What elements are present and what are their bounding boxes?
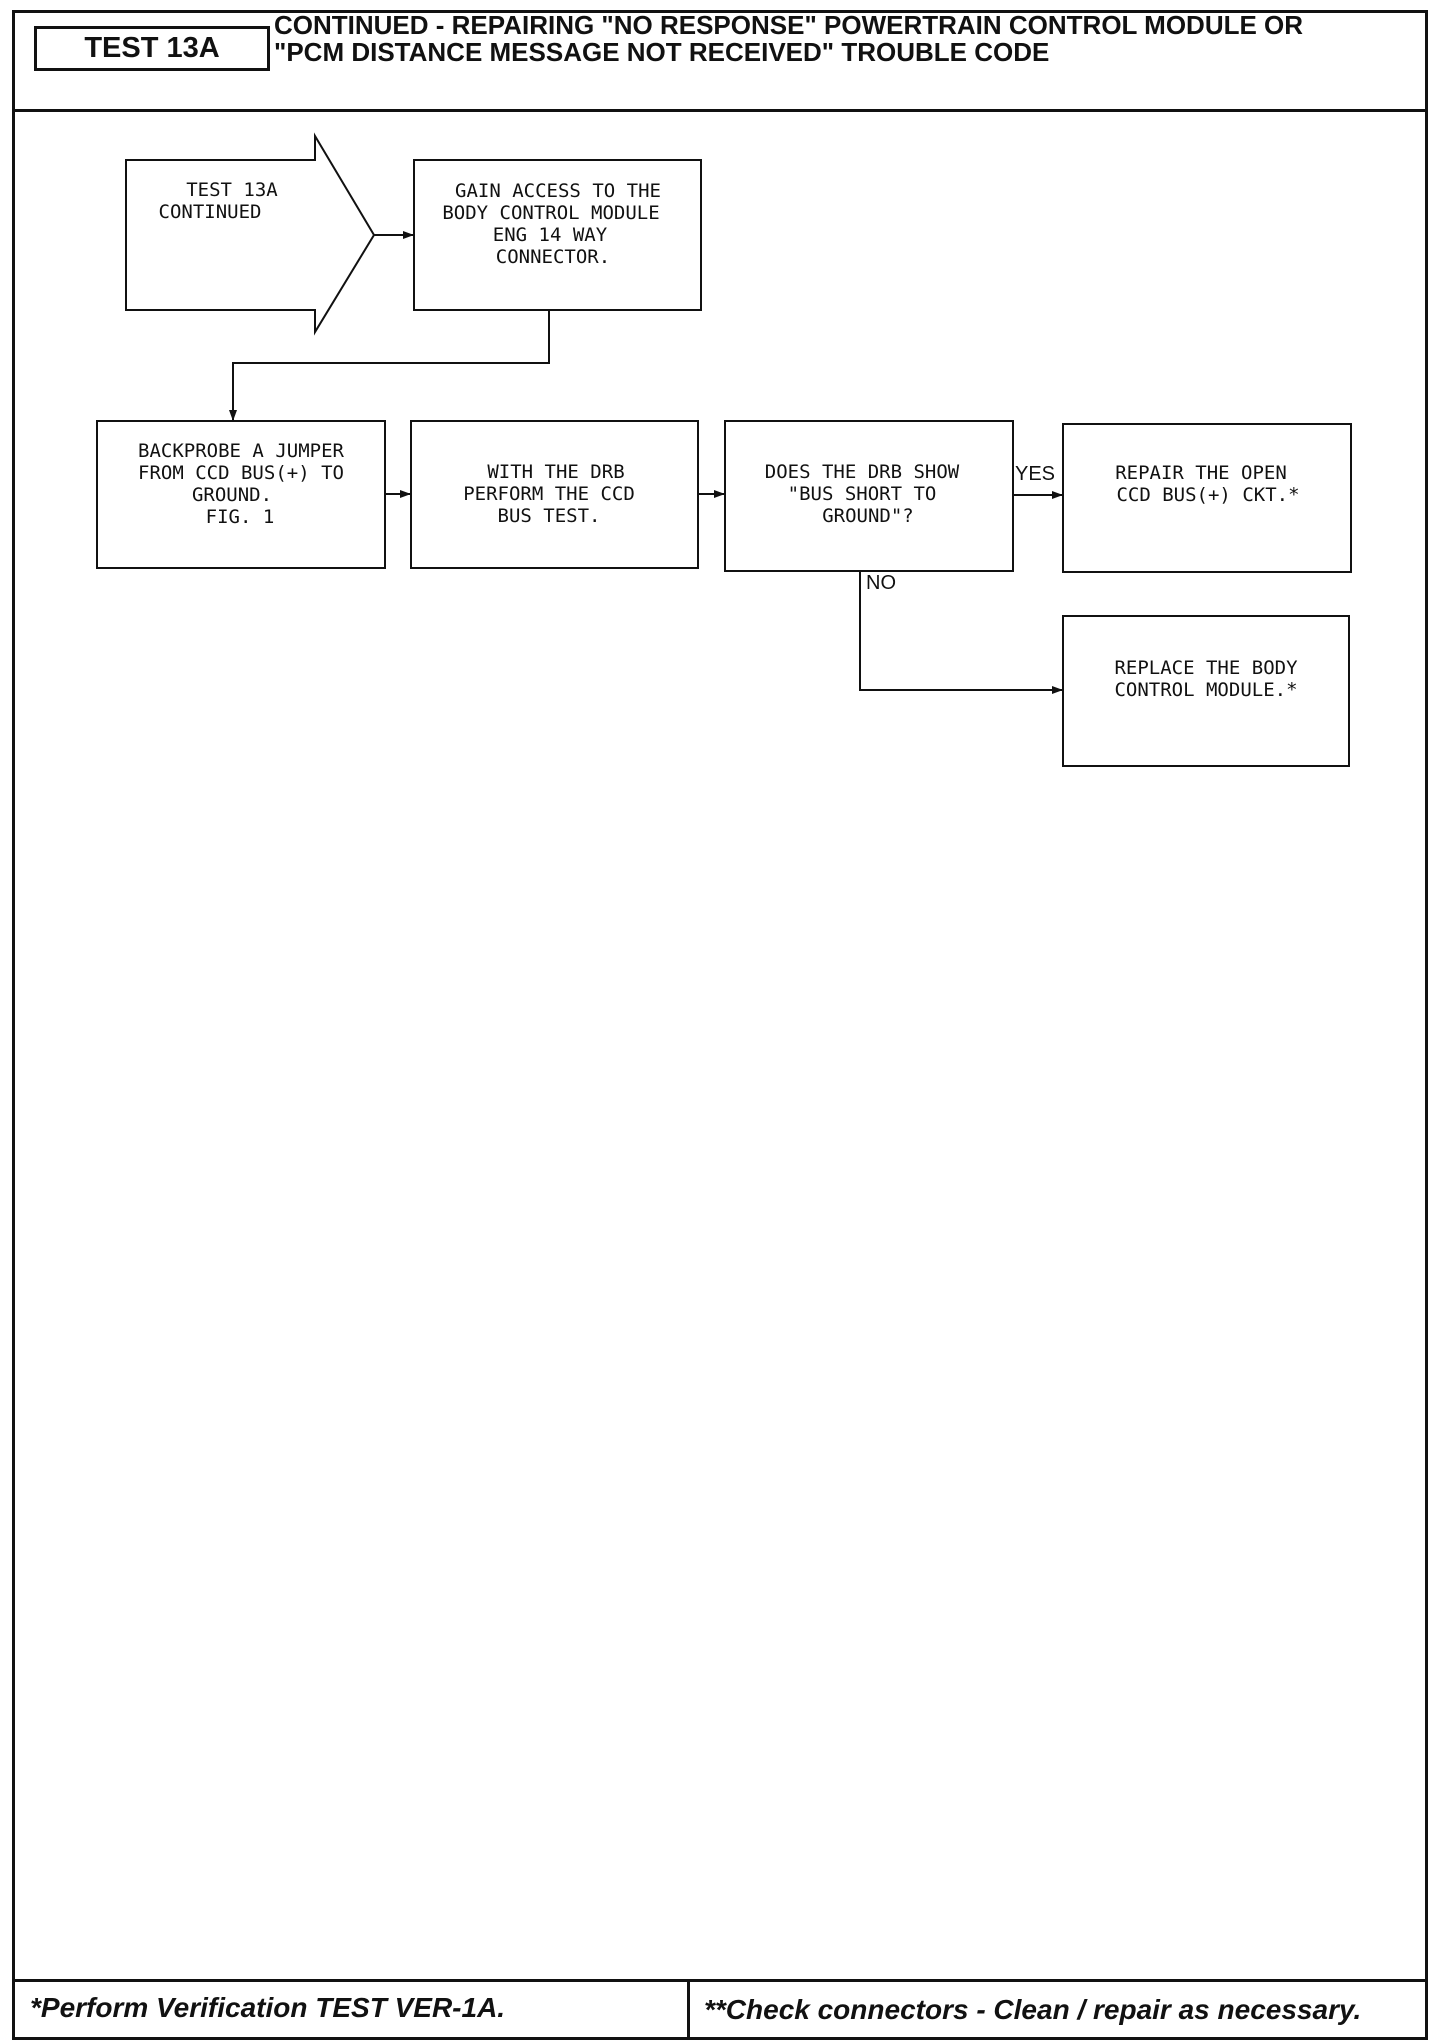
bus-test-line-2: PERFORM THE CCD [463, 483, 635, 505]
gain-access-line-4: CONNECTOR. [496, 246, 610, 268]
yes-label: YES [1015, 463, 1055, 485]
page-title: CONTINUED - REPAIRING "NO RESPONSE" POWE… [274, 12, 1414, 66]
repair-open-line-2: CCD BUS(+) CKT.* [1116, 484, 1299, 506]
start-node: TEST 13A CONTINUED [125, 132, 376, 336]
title-line-2: "PCM DISTANCE MESSAGE NOT RECEIVED" TROU… [274, 37, 1050, 67]
connector-gain-to-backprobe [229, 310, 550, 421]
replace-bcm-box [1062, 615, 1350, 767]
gain-access-line-3: ENG 14 WAY [493, 224, 608, 246]
bus-test-line-3: BUS TEST. [498, 505, 601, 527]
page-frame [12, 10, 1428, 2040]
backprobe-line-2: FROM CCD BUS(+) TO [138, 462, 344, 484]
repair-open-node: REPAIR THE OPEN CCD BUS(+) CKT.* [1062, 423, 1352, 573]
header: TEST 13A CONTINUED - REPAIRING "NO RESPO… [12, 10, 1428, 112]
gain-access-line-1: GAIN ACCESS TO THE [455, 180, 661, 202]
footer: *Perform Verification TEST VER-1A. **Che… [12, 1979, 1428, 2040]
footer-note-verification: *Perform Verification TEST VER-1A. [30, 1992, 506, 2023]
decision-node: DOES THE DRB SHOW "BUS SHORT TO GROUND"? [724, 420, 1014, 572]
no-label: NO [866, 572, 896, 594]
backprobe-line-4: FIG. 1 [206, 506, 275, 528]
decision-line-2: "BUS SHORT TO [788, 483, 937, 505]
backprobe-line-1: BACKPROBE A JUMPER [138, 440, 344, 462]
replace-bcm-line-2: CONTROL MODULE.* [1114, 679, 1297, 701]
test-id-box: TEST 13A [34, 26, 270, 71]
decision-line-3: GROUND"? [822, 505, 914, 527]
replace-bcm-line-1: REPLACE THE BODY [1114, 657, 1298, 679]
bus-test-box [410, 420, 699, 569]
repair-open-box [1062, 423, 1352, 573]
decision-box [724, 420, 1014, 572]
repair-open-line-1: REPAIR THE OPEN [1115, 462, 1287, 484]
backprobe-node: BACKPROBE A JUMPER FROM CCD BUS(+) TO GR… [96, 420, 386, 569]
bus-test-node: WITH THE DRB PERFORM THE CCD BUS TEST. [410, 420, 699, 569]
bus-test-line-1: WITH THE DRB [487, 461, 624, 483]
gain-access-node: GAIN ACCESS TO THE BODY CONTROL MODULE E… [413, 159, 702, 311]
title-line-1: CONTINUED - REPAIRING "NO RESPONSE" POWE… [274, 10, 1304, 40]
start-node-line-1: TEST 13A [186, 179, 278, 201]
start-node-line-2: CONTINUED [159, 201, 262, 223]
footer-note-connectors: **Check connectors - Clean / repair as n… [704, 1994, 1362, 2025]
connector-decision-no [859, 571, 1063, 694]
decision-line-1: DOES THE DRB SHOW [765, 461, 960, 483]
backprobe-line-3: GROUND. [192, 484, 272, 506]
gain-access-line-2: BODY CONTROL MODULE [442, 202, 659, 224]
backprobe-box [96, 420, 386, 569]
footer-divider [687, 1982, 690, 2040]
replace-bcm-node: REPLACE THE BODY CONTROL MODULE.* [1062, 615, 1350, 767]
start-arrow-shape [125, 132, 376, 336]
gain-access-box [413, 159, 702, 311]
